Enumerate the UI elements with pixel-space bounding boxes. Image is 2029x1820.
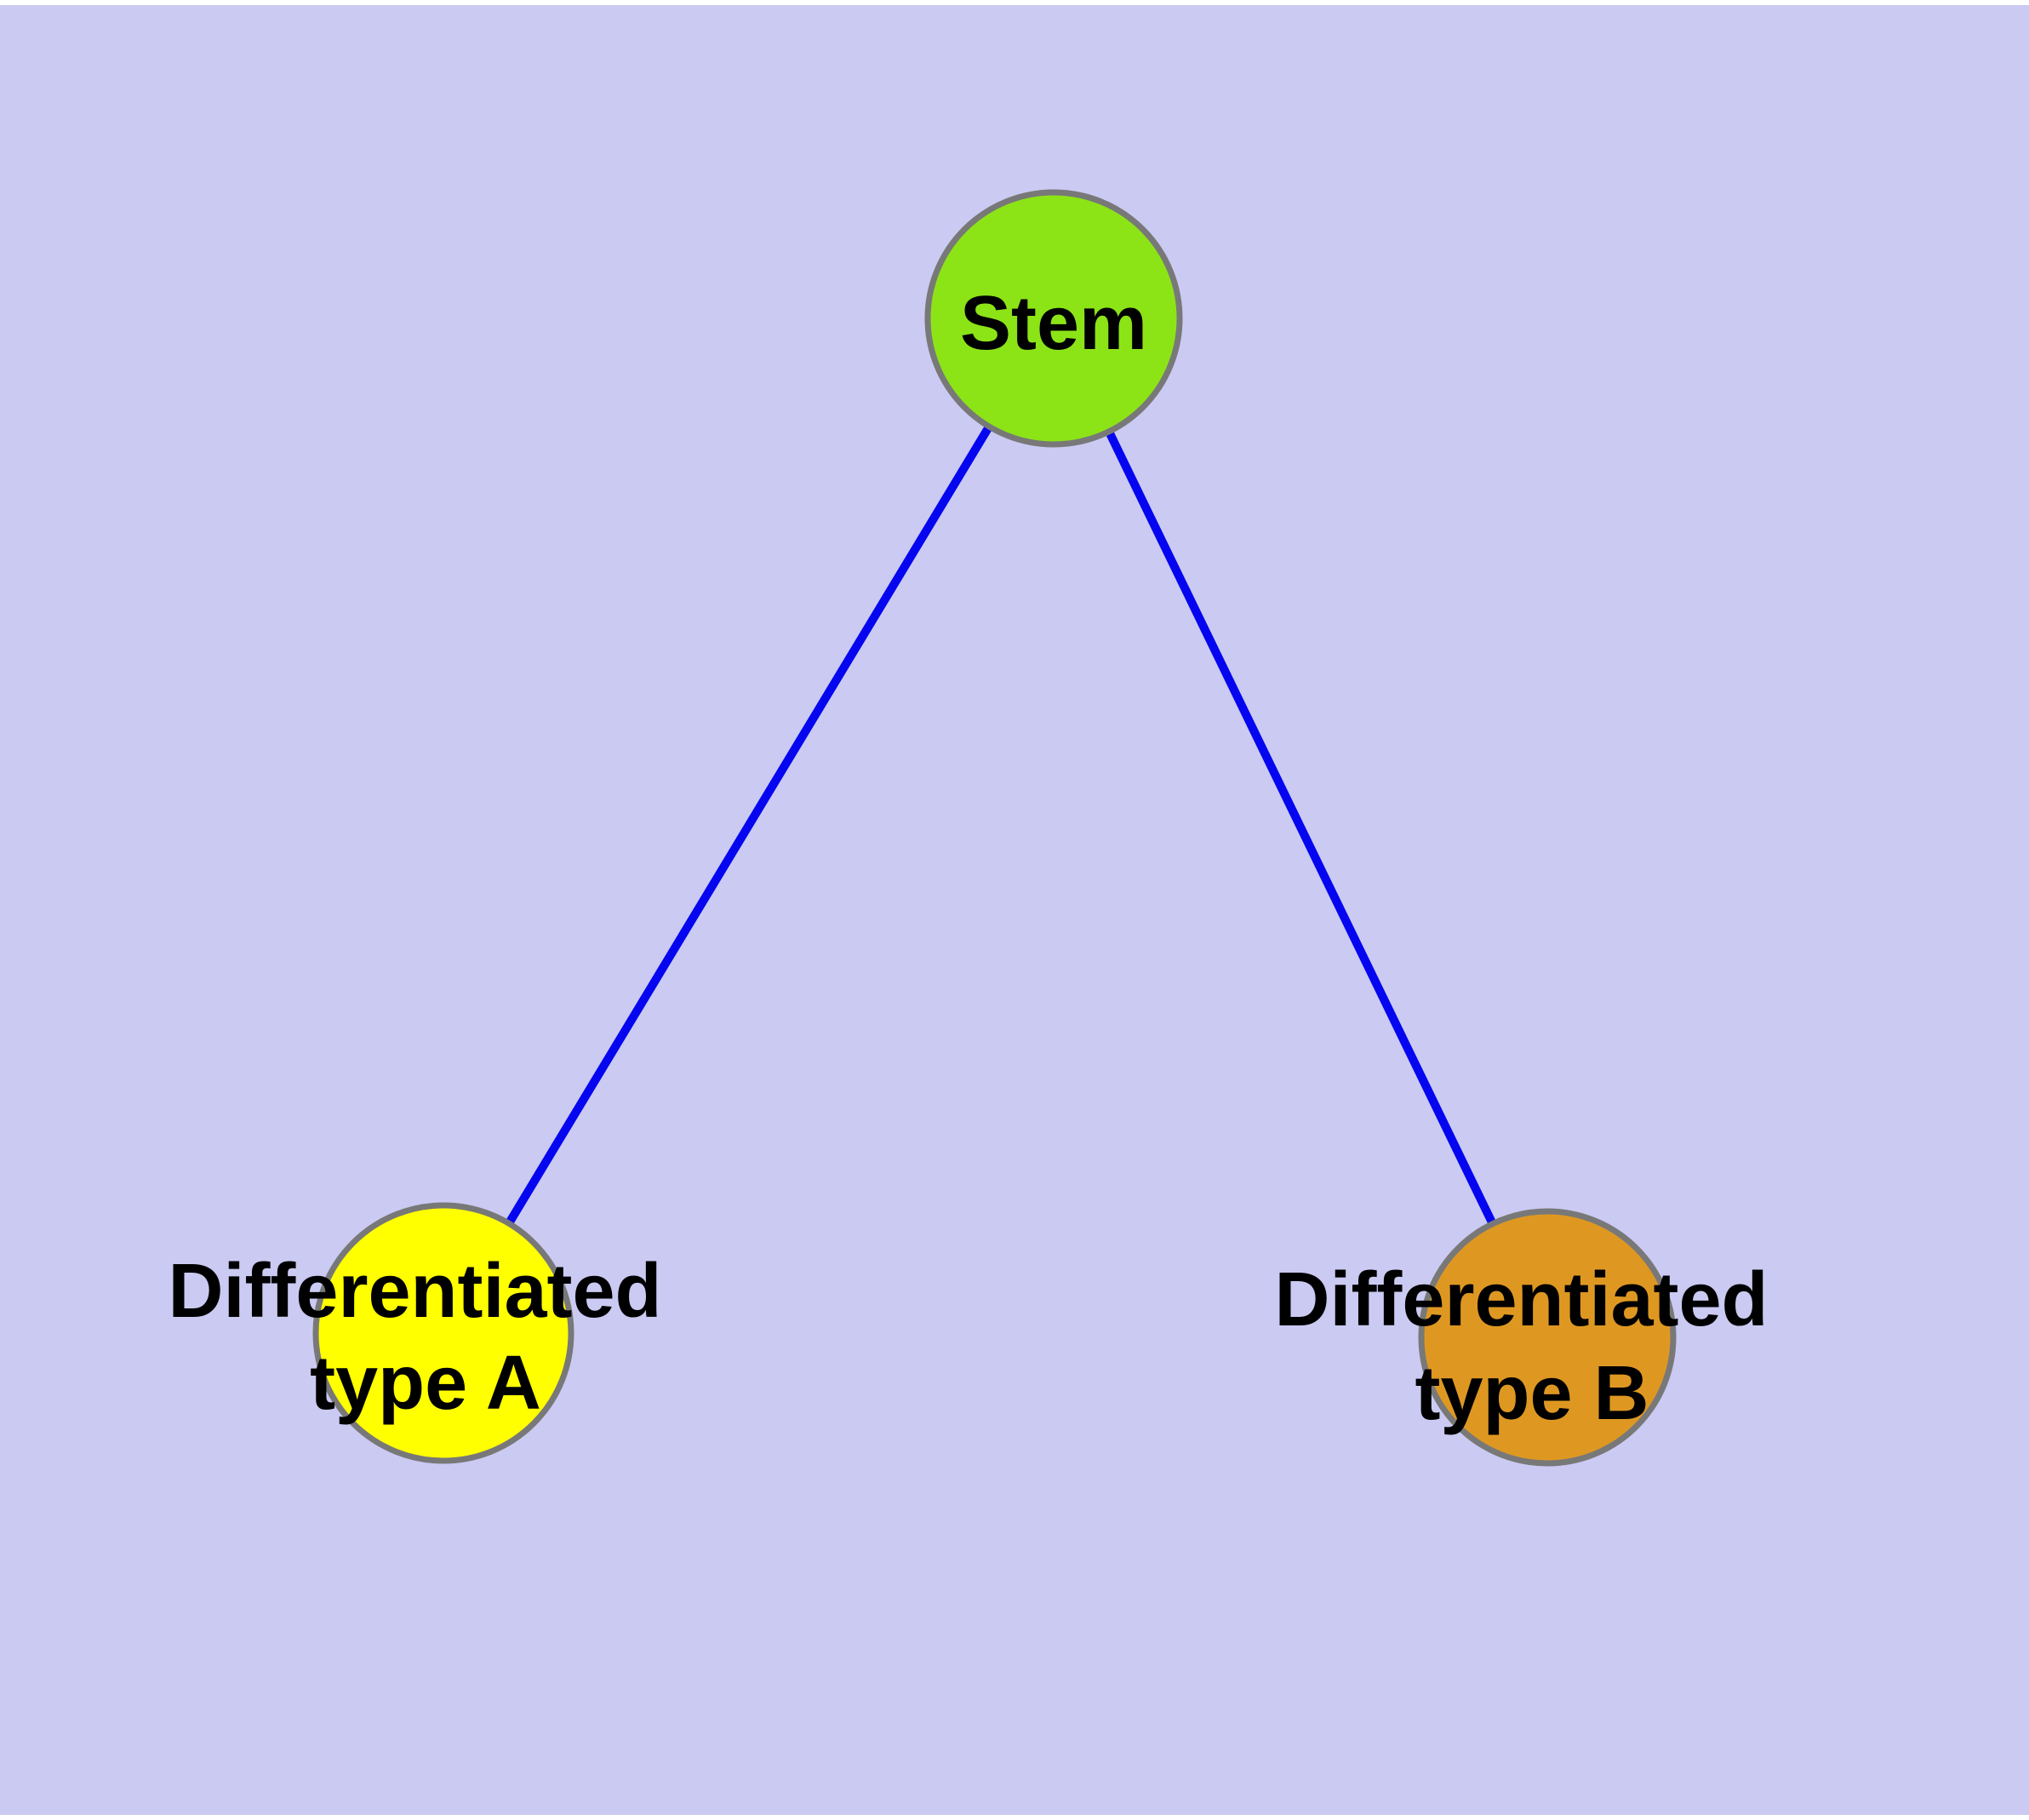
edge-stem-to-type-b [1106, 431, 1496, 1225]
node-type-a-label: Differentiated type A [168, 1249, 683, 1426]
edge-stem-to-type-a [505, 426, 992, 1226]
node-type-b-label-line2: type B [1415, 1351, 1649, 1436]
node-stem [924, 189, 1183, 448]
node-differentiated-type-b [1418, 1208, 1677, 1467]
node-type-b-label-line1: Differentiated [1274, 1257, 1768, 1342]
node-type-a-label-line2: type A [310, 1341, 541, 1426]
node-differentiated-type-a [312, 1202, 574, 1464]
node-type-a-label-line1: Differentiated [168, 1249, 661, 1334]
node-type-b-label: Differentiated type B [1274, 1257, 1789, 1436]
node-stem-label: Stem [960, 281, 1147, 366]
